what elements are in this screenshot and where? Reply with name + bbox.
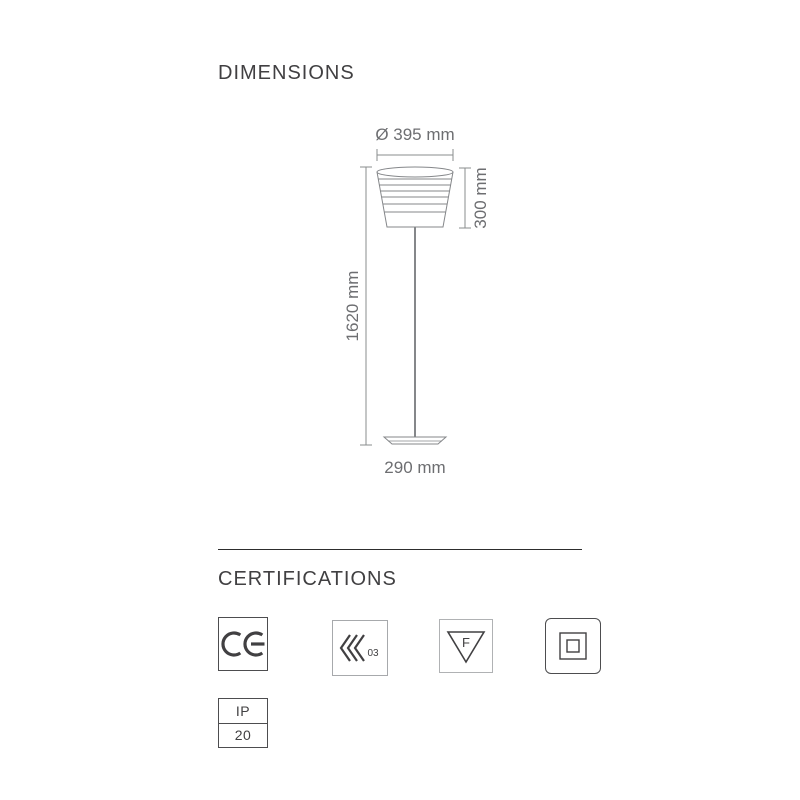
base-width-label: 290 mm	[384, 458, 445, 477]
dimensions-section-title: DIMENSIONS	[218, 62, 355, 84]
lamp-dimensions-diagram: Ø 395 mm 300 mm 1620 mm 290 mm	[343, 125, 490, 477]
shade-height-label: 300 mm	[471, 167, 490, 228]
f-mark-badge: F	[439, 619, 493, 673]
f-mark-icon: F	[446, 631, 486, 664]
double-insulation-badge	[545, 618, 601, 674]
dimension-lines	[360, 149, 471, 446]
ce-mark-icon	[221, 631, 265, 657]
ip-rating-value: 20	[219, 722, 267, 748]
energy-code-label: 03	[367, 648, 379, 659]
double-insulation-icon	[559, 632, 587, 660]
floor-lamp-drawing	[376, 166, 454, 445]
ip-rating-badge: IP 20	[218, 698, 268, 748]
ip-rating-label: IP	[235, 702, 251, 719]
dimension-labels: Ø 395 mm 300 mm 1620 mm 290 mm	[343, 125, 490, 477]
certifications-section-title: CERTIFICATIONS	[218, 568, 397, 590]
ce-mark-badge	[218, 617, 268, 671]
f-mark-letter: F	[462, 635, 470, 650]
energy-label-badge: 03	[332, 620, 388, 676]
diameter-label: Ø 395 mm	[375, 125, 454, 144]
energy-label-icon: 03	[339, 634, 379, 662]
section-divider	[218, 549, 582, 550]
total-height-label: 1620 mm	[343, 271, 362, 342]
